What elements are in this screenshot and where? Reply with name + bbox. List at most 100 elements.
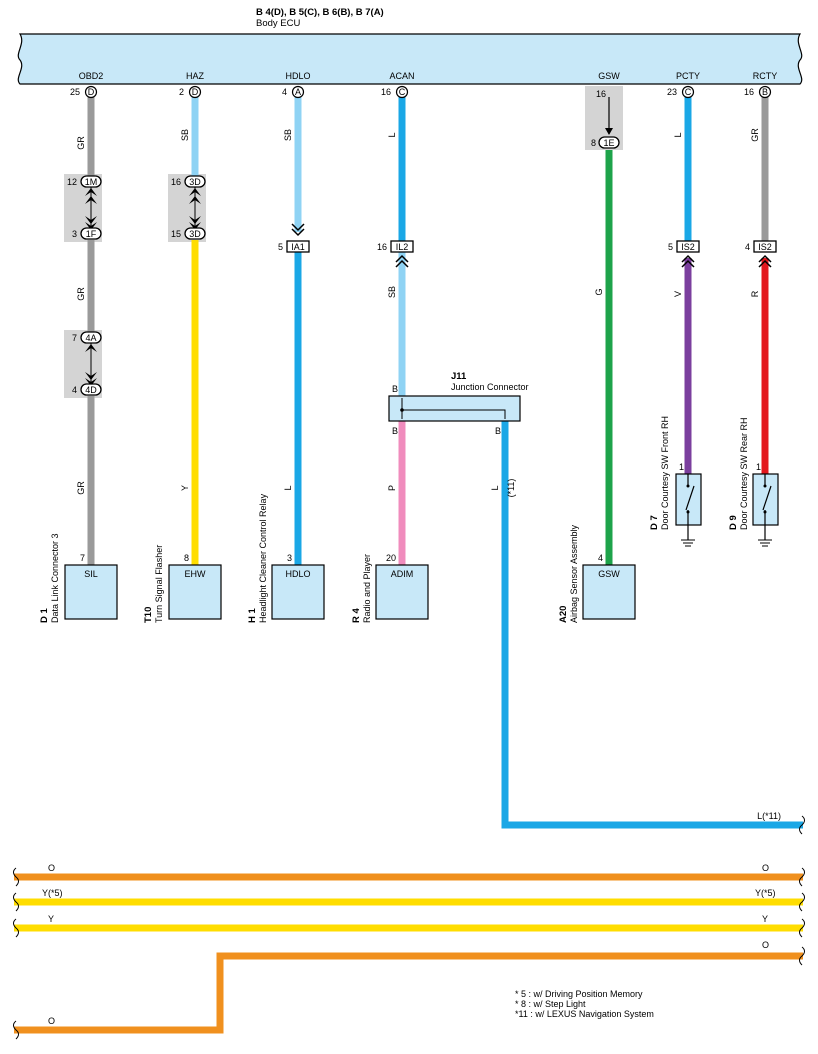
- arrow-icon: [85, 344, 97, 352]
- break-mark-l4: [13, 1020, 19, 1040]
- switch-node: [763, 484, 767, 488]
- wire-label: L: [283, 485, 293, 490]
- svg-text:A: A: [295, 87, 301, 97]
- component-h1: [271, 564, 325, 620]
- component-name: Headlight Cleaner Control Relay: [258, 493, 268, 623]
- chevron-down-icon: [291, 223, 305, 237]
- arrow-icon: [189, 216, 201, 230]
- wire-acan-branch: [501, 421, 803, 829]
- wire-label: SB: [180, 129, 190, 141]
- component-label: HDLO: [285, 569, 310, 579]
- wire-label: G: [594, 288, 604, 295]
- break-mark-l2: [13, 892, 19, 912]
- arrow-icon: [85, 372, 97, 386]
- svg-text:B: B: [762, 87, 768, 97]
- svg-text:4A: 4A: [85, 333, 96, 343]
- footnote: *11 : w/ LEXUS Navigation System: [515, 1009, 654, 1019]
- break-mark-r2: [799, 892, 805, 912]
- svg-text:C: C: [399, 87, 406, 97]
- ecu-terminal-haz: HAZ: [186, 71, 205, 81]
- ecu-terminal-rcty: RCTY: [753, 71, 778, 81]
- component-label: SIL: [84, 569, 98, 579]
- bottom-wire-label: O: [762, 863, 769, 873]
- svg-text:16: 16: [171, 177, 181, 187]
- inline-connector-3d-top: 16 3D: [171, 175, 206, 188]
- ecu-pin-rcty: 16 B: [744, 85, 772, 99]
- arrow-icon: [189, 188, 201, 204]
- svg-text:5: 5: [278, 242, 283, 252]
- component-code: H 1: [247, 608, 258, 624]
- svg-text:4D: 4D: [85, 385, 97, 395]
- component-d1: [64, 564, 118, 620]
- component-name: Turn Signal Flasher: [154, 545, 164, 623]
- svg-text:1E: 1E: [603, 138, 614, 148]
- ecu-terminal-acan: ACAN: [389, 71, 414, 81]
- bottom-wire-label: O: [762, 940, 769, 950]
- component-name: Data Link Connector 3: [50, 533, 60, 623]
- svg-text:23: 23: [667, 87, 677, 97]
- ecu-terminal-hdlo: HDLO: [285, 71, 310, 81]
- chevron-up-icon: [758, 254, 772, 268]
- ground-icon: [758, 539, 772, 547]
- arrow-icon: [85, 216, 97, 230]
- wire-label: L: [387, 132, 397, 137]
- ecu-pin-obd2: 25 D: [70, 85, 98, 99]
- wire-label: GR: [750, 128, 760, 142]
- component-code: T10: [143, 607, 154, 623]
- component-a20: [582, 564, 636, 620]
- junction-pin-bottom-right: B: [495, 426, 501, 436]
- svg-text:3D: 3D: [189, 229, 201, 239]
- switch-node: [686, 484, 690, 488]
- svg-text:1M: 1M: [85, 177, 98, 187]
- wire-bottom-o-2: [14, 952, 803, 1034]
- component-pin: 3: [287, 553, 292, 563]
- wire-label: GR: [76, 481, 86, 495]
- svg-text:8: 8: [591, 138, 596, 148]
- inline-connector-is2-rcty: 4 IS2: [745, 240, 777, 253]
- junction-pin-bottom-left: B: [392, 426, 398, 436]
- svg-text:D: D: [192, 87, 199, 97]
- svg-text:12: 12: [67, 177, 77, 187]
- component-label: EHW: [185, 569, 207, 579]
- wire-label: L(*11): [757, 811, 781, 821]
- component-name: Radio and Player: [362, 554, 372, 623]
- ecu-pin-haz: 2 D: [179, 85, 202, 99]
- switch-contact-icon: [762, 474, 772, 540]
- bottom-wire-label: Y: [762, 914, 768, 924]
- switch-node: [763, 510, 767, 514]
- switch-pin: 1: [756, 462, 761, 472]
- svg-text:5: 5: [668, 242, 673, 252]
- svg-text:3: 3: [72, 229, 77, 239]
- component-code: D 1: [39, 608, 50, 624]
- chevron-up-icon: [681, 254, 695, 268]
- inline-connector-3d-bottom: 15 3D: [171, 227, 206, 240]
- junction-pin-top: B: [392, 384, 398, 394]
- inline-connector-1m: 12 1M: [67, 175, 102, 188]
- svg-text:C: C: [685, 87, 692, 97]
- ground-icon: [681, 539, 695, 547]
- switch-code: D 7: [649, 515, 660, 530]
- svg-text:16: 16: [744, 87, 754, 97]
- junction-node: [400, 408, 404, 412]
- arrow-down-icon: [605, 128, 613, 135]
- inline-connector-1f: 3 1F: [72, 227, 102, 240]
- ecu-pin-acan: 16 C: [381, 85, 409, 99]
- svg-text:IA1: IA1: [291, 242, 305, 252]
- body-ecu-box: [17, 33, 803, 85]
- wire-label: Y: [180, 485, 190, 491]
- ecu-pin-hdlo: 4 A: [282, 85, 305, 99]
- break-mark-r4: [799, 946, 805, 966]
- inline-connector-4a: 7 4A: [72, 331, 102, 344]
- switch-name: Door Courtesy SW Front RH: [660, 416, 670, 530]
- wire-label: GR: [76, 287, 86, 301]
- wire-label: R: [750, 290, 760, 297]
- svg-text:IL2: IL2: [396, 242, 409, 252]
- switch-contact-icon: [685, 474, 695, 540]
- wire-label: SB: [387, 286, 397, 298]
- chevron-up-icon: [395, 254, 409, 268]
- ecu-pin-pcty: 23 C: [667, 85, 695, 99]
- component-t10: [168, 564, 222, 620]
- svg-text:IS2: IS2: [681, 242, 695, 252]
- junction-name: Junction Connector: [451, 382, 529, 392]
